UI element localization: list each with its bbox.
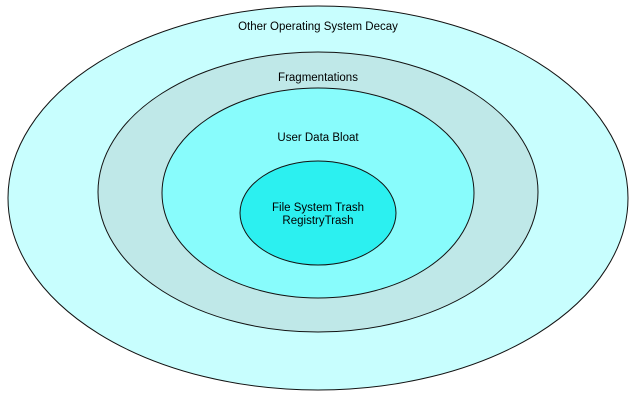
label-os-decay: Other Operating System Decay	[238, 21, 398, 33]
layer-core-trash	[239, 160, 397, 266]
label-file-system-trash: File System Trash	[272, 202, 364, 214]
label-registry-trash: RegistryTrash	[282, 215, 353, 227]
label-user-data-bloat: User Data Bloat	[277, 132, 359, 144]
label-fragmentations: Fragmentations	[278, 72, 358, 84]
